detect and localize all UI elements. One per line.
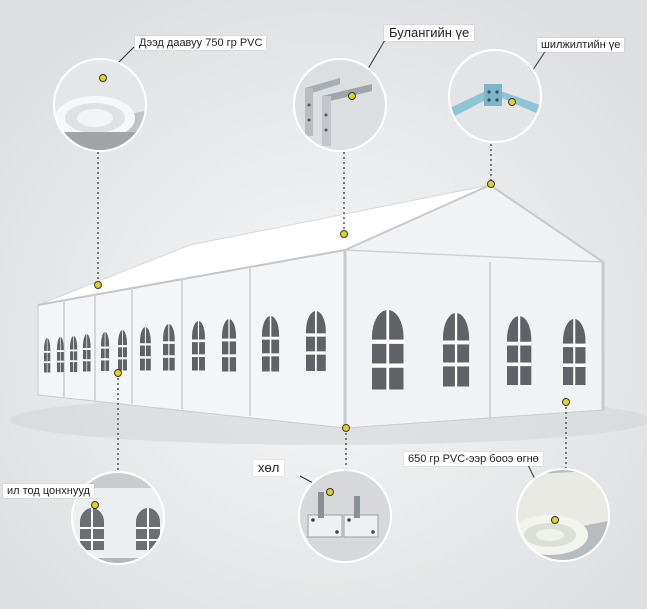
ridge-joint-detail xyxy=(448,49,542,143)
tent-illustration xyxy=(37,184,605,429)
side-fabric-detail xyxy=(516,468,610,562)
foot-label: хөл xyxy=(253,460,285,476)
tent-markers xyxy=(94,180,570,432)
side-cover-label: 650 гр PVC-ээр бооэ өгнө xyxy=(404,452,543,466)
windows-label: ил тод цонхнууд xyxy=(3,484,94,498)
roof-fabric-detail xyxy=(53,58,147,152)
corner-joint-detail xyxy=(293,58,387,152)
corner-joint-label: Булангийн үе xyxy=(384,25,475,41)
leader-lines xyxy=(97,144,567,470)
ridge-joint-label: шилжилтийн үе xyxy=(537,38,625,52)
foot-plate-detail xyxy=(298,469,392,563)
roof-cover-label: Дээд даавуу 750 гр PVC xyxy=(135,36,267,50)
